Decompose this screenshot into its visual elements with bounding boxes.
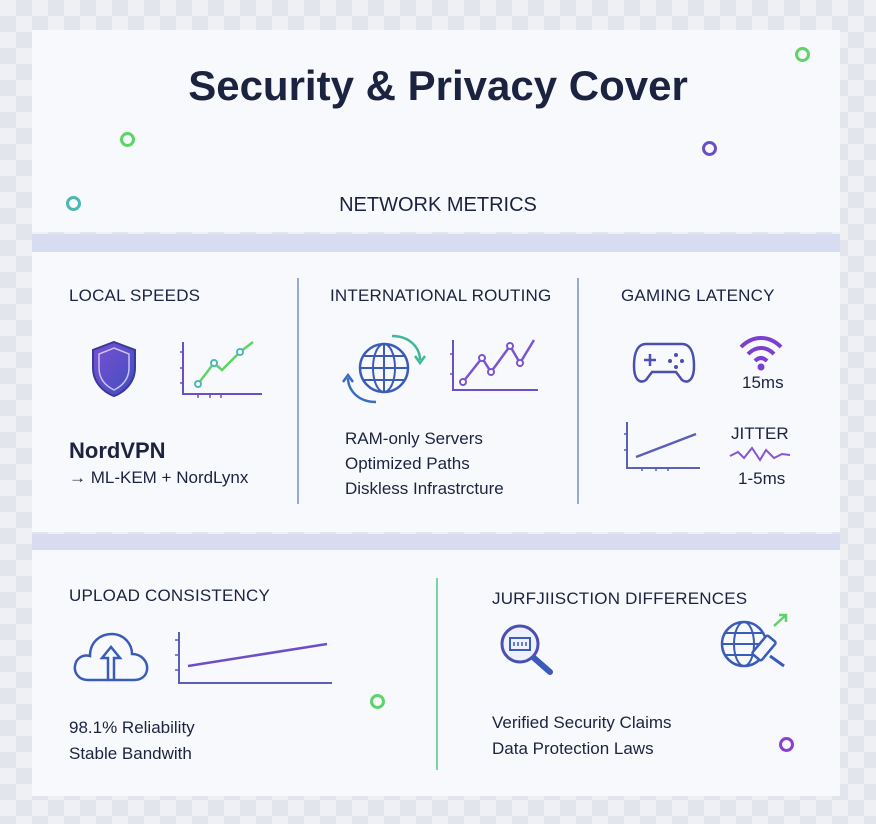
- feature-item: Diskless Infrastrcture: [345, 479, 504, 498]
- jitter-wave-icon: [729, 446, 791, 462]
- routing-features: RAM-only Servers Optimized Paths Diskles…: [345, 426, 504, 501]
- reliability-text: 98.1% Reliability: [69, 718, 195, 737]
- upload-stats: 98.1% Reliability Stable Bandwith: [69, 715, 195, 767]
- jurisdiction-items: Verified Security Claims Data Protection…: [492, 710, 672, 762]
- wifi-icon: [739, 336, 783, 371]
- jitter-label: JITTER: [731, 424, 789, 443]
- upload-consistency-heading: UPLOAD CONSISTENCY: [69, 586, 271, 605]
- decor-ring: [120, 132, 135, 147]
- feature-item: Optimized Paths: [345, 454, 470, 473]
- line-chart-icon: [180, 341, 262, 398]
- decor-ring: [702, 141, 717, 156]
- feature-item: RAM-only Servers: [345, 429, 483, 448]
- latency-value: 15ms: [742, 373, 784, 392]
- decor-ring: [370, 694, 385, 709]
- globe-gavel-icon: [720, 613, 788, 668]
- header-card: [32, 30, 840, 232]
- jitter-value: 1-5ms: [738, 469, 786, 488]
- metrics-card: [32, 252, 840, 532]
- protocol-text: → ML-KEM + NordLynx: [69, 468, 249, 487]
- line-chart-icon: [450, 339, 538, 391]
- provider-name: NordVPN: [69, 438, 166, 463]
- decor-ring: [779, 737, 794, 752]
- divider-band: [32, 234, 840, 252]
- decor-ring: [795, 47, 810, 62]
- cloud-upload-icon: [73, 632, 149, 682]
- shield-icon: [92, 340, 136, 398]
- magnifier-icon: [500, 624, 553, 675]
- column-divider: [436, 578, 438, 770]
- globe-refresh-icon: [341, 334, 427, 404]
- line-chart-icon: [624, 422, 700, 471]
- column-divider: [577, 278, 579, 504]
- divider-band: [32, 534, 840, 550]
- column-divider: [297, 278, 299, 504]
- jurisdiction-heading: JURFJIISCTION DIFFERENCES: [492, 589, 748, 608]
- page-subtitle: NETWORK METRICS: [339, 194, 537, 216]
- jurisdiction-item: Verified Security Claims: [492, 713, 672, 732]
- local-speeds-heading: LOCAL SPEEDS: [69, 286, 201, 305]
- bandwidth-text: Stable Bandwith: [69, 744, 192, 763]
- jurisdiction-item: Data Protection Laws: [492, 739, 654, 758]
- gaming-latency-heading: GAMING LATENCY: [621, 286, 775, 305]
- decor-ring: [66, 196, 81, 211]
- line-chart-icon: [175, 632, 332, 684]
- gamepad-icon: [632, 342, 696, 383]
- page-title: Security & Privacy Cover: [188, 62, 688, 109]
- international-routing-heading: INTERNATIONAL ROUTING: [330, 286, 552, 305]
